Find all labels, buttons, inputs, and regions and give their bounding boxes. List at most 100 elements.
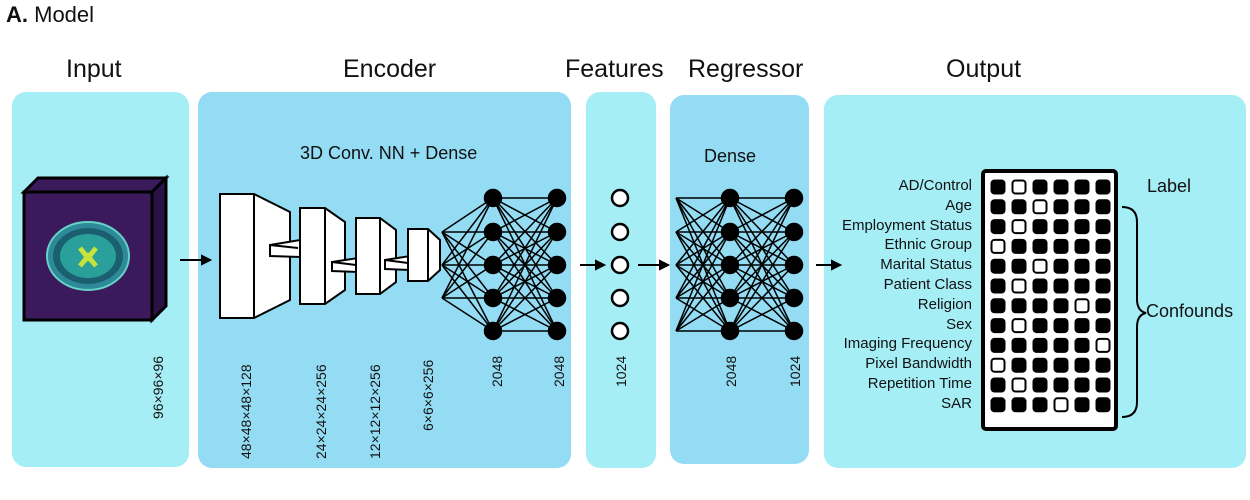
- connection-line: [729, 197, 795, 266]
- confound-row-title: Ethnic Group: [884, 236, 972, 254]
- confound-row-title: SAR: [941, 394, 972, 412]
- matrix-cell: [1011, 258, 1027, 274]
- matrix-cell: [1053, 397, 1069, 413]
- matrix-cell: [1053, 179, 1069, 195]
- connection-line: [729, 264, 795, 332]
- matrix-cell: [1095, 179, 1111, 195]
- regressor-dense2-node-2: [784, 222, 804, 242]
- regressor-dense1-node-1: [720, 188, 740, 208]
- connection-line: [675, 197, 731, 233]
- matrix-cell: [990, 337, 1006, 353]
- feature-node-3: [610, 255, 630, 275]
- conv-block-4: [407, 228, 441, 282]
- encoder-dense2-node-2: [547, 222, 567, 242]
- matrix-cell: [990, 258, 1006, 274]
- dim-conv4-label: 6×6×6×256: [420, 359, 436, 431]
- matrix-cell: [1095, 278, 1111, 294]
- encoder-dense1-node-1: [483, 188, 503, 208]
- confounds-caption: Confounds: [1146, 301, 1234, 321]
- connection-line: [675, 297, 731, 332]
- matrix-cell: [990, 219, 1006, 235]
- matrix-cell: [1074, 219, 1090, 235]
- encoder-title: Encoder: [343, 55, 437, 83]
- matrix-cell: [1074, 278, 1090, 294]
- connection-line: [492, 197, 558, 233]
- matrix-cell: [1053, 377, 1069, 393]
- encoder-dense2-node-1: [547, 188, 567, 208]
- regressor-dense1-node-5: [720, 321, 740, 341]
- matrix-cell: [1053, 258, 1069, 274]
- figure-label-text: Model: [34, 2, 95, 27]
- matrix-cell: [1011, 357, 1027, 373]
- matrix-cell: [1074, 397, 1090, 413]
- matrix-cell: [1074, 357, 1090, 373]
- matrix-cell: [1053, 318, 1069, 334]
- conv-block-2: [299, 207, 359, 305]
- connection-line: [441, 297, 494, 332]
- matrix-cell: [990, 377, 1006, 393]
- regressor-dense2-node-3: [784, 255, 804, 275]
- dim-conv3-label: 12×12×12×256: [367, 364, 383, 459]
- connection-line: [675, 197, 731, 266]
- confound-row-title: Pixel Bandwidth: [865, 355, 972, 373]
- matrix-cell: [1032, 219, 1048, 235]
- matrix-cell: [990, 179, 1006, 195]
- connection-line: [441, 197, 494, 233]
- matrix-cell: [1095, 377, 1111, 393]
- connection-line: [492, 264, 558, 332]
- matrix-cell: [1095, 298, 1111, 314]
- regressor-dense2-node-1: [784, 188, 804, 208]
- input-title: Input: [66, 55, 122, 83]
- connection-line: [492, 231, 558, 332]
- matrix-cell: [1032, 318, 1048, 334]
- confound-row-title: Imaging Frequency: [843, 335, 972, 353]
- dim-reg-dense1-label: 2048: [723, 355, 739, 387]
- matrix-cell: [1053, 337, 1069, 353]
- matrix-cell: [1011, 377, 1027, 393]
- figure-label-letter: A.: [6, 2, 28, 27]
- matrix-cell: [990, 298, 1006, 314]
- output-title: Output: [946, 55, 1022, 83]
- confound-row-title: Repetition Time: [867, 375, 972, 392]
- output-matrix: [981, 169, 1118, 431]
- encoder-dense2-node-5: [547, 321, 567, 341]
- matrix-cell: [990, 357, 1006, 373]
- matrix-cell: [1074, 318, 1090, 334]
- regressor-dense1-node-3: [720, 255, 740, 275]
- feature-node-5: [610, 321, 630, 341]
- matrix-cell: [1011, 278, 1027, 294]
- confound-row-title: Sex: [946, 315, 972, 333]
- matrix-cell: [1095, 318, 1111, 334]
- matrix-cell: [1011, 179, 1027, 195]
- encoder-type-label: 3D Conv. NN + Dense: [300, 143, 478, 163]
- encoder-dense1-node-4: [483, 288, 503, 308]
- confound-row-title: Age: [945, 196, 972, 214]
- matrix-cell: [1095, 337, 1111, 353]
- features-title: Features: [565, 55, 664, 83]
- matrix-cell: [1053, 238, 1069, 254]
- matrix-cell: [1032, 397, 1048, 413]
- connection-line: [441, 197, 494, 299]
- matrix-cell: [1011, 397, 1027, 413]
- matrix-cell: [990, 238, 1006, 254]
- connection-line: [441, 197, 494, 266]
- matrix-cell: [1053, 199, 1069, 215]
- connection-line: [675, 231, 731, 332]
- dim-conv2-label: 24×24×24×256: [313, 364, 329, 459]
- matrix-cell: [1032, 258, 1048, 274]
- confound-row-title: Employment Status: [841, 216, 972, 234]
- matrix-cell: [1074, 258, 1090, 274]
- feature-node-1: [610, 188, 630, 208]
- matrix-cell: [1074, 179, 1090, 195]
- connection-line: [675, 264, 731, 332]
- connection-line: [492, 297, 558, 332]
- matrix-cell: [1032, 238, 1048, 254]
- conv-block-3: [355, 217, 411, 295]
- connection-line: [441, 231, 494, 299]
- matrix-cell: [1074, 238, 1090, 254]
- matrix-cell: [1053, 278, 1069, 294]
- regressor-panel: [670, 95, 809, 464]
- matrix-cell: [1011, 318, 1027, 334]
- matrix-cell: [1053, 298, 1069, 314]
